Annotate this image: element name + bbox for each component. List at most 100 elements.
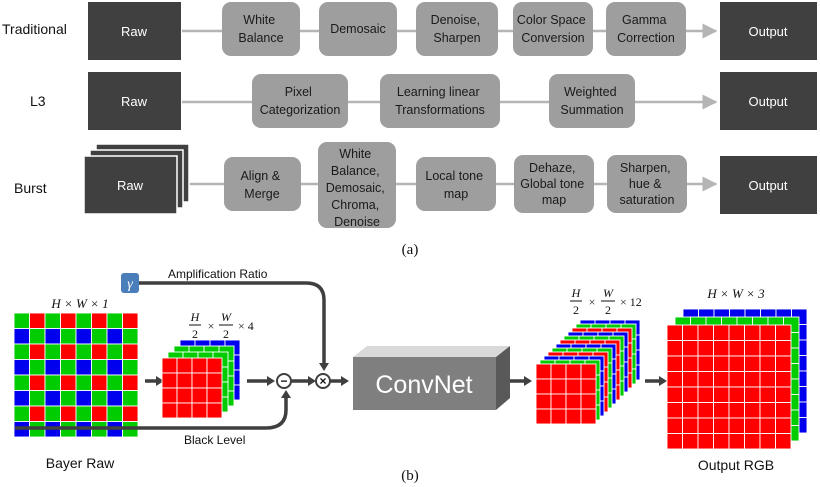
stage-box [514,155,594,213]
bayer-cell [122,343,139,360]
times-sign: × [208,319,215,333]
rgb-channel-cell [728,371,745,388]
bayer-cell [106,312,123,329]
rgb-channel-cell [728,355,745,372]
bayer-cell [106,359,123,376]
raw-input-label: Raw [117,178,144,193]
stage-box [416,157,496,211]
rgb-channel-cell [775,340,792,357]
rgb-channel-cell [728,324,745,341]
fraction-denominator: 2 [192,327,198,341]
raw-input-box [88,2,181,60]
bayer-cell [122,359,139,376]
rgb-channel-cell [775,371,792,388]
raw-input-box [83,155,178,215]
twelve-channel-stack [535,319,641,425]
stage-box [606,2,686,56]
packed-channel-cell [161,372,178,389]
bayer-cell [91,343,108,360]
rgb-channel-cell [744,340,761,357]
bayer-cell [75,405,92,422]
rgb-channel-cell [713,324,730,341]
rgb-channel-cell [697,340,714,357]
stage-label: Color Space Conversion [517,13,589,45]
rgb-channel-cell [697,355,714,372]
rgb-channel-cell [728,402,745,419]
rgb-channel-cell [759,402,776,419]
rgb-channel-cell [682,371,699,388]
packed-channel-stack [161,339,241,419]
bayer-cell [60,312,77,329]
convnet-side-face [496,346,510,410]
packed-channel-cell [191,402,208,419]
rgb-channel-cell [759,324,776,341]
stage-box [416,2,498,56]
raw-input-label: Raw [121,24,148,39]
bayer-cell [60,405,77,422]
amplification-path [139,281,326,364]
stage-label: White Balance [238,13,283,45]
feature-channel-cell [535,393,552,410]
packed-channel-cell [161,402,178,419]
bayer-cell [75,343,92,360]
stage-box [513,2,593,56]
bayer-cell [13,359,30,376]
rgb-channel-cell [713,340,730,357]
rgb-channel-cell [759,371,776,388]
rgb-channel-cell [759,433,776,450]
stage-box [380,74,500,128]
stage-box [224,157,301,211]
convnet-block: ConvNet [353,346,510,410]
panel-b: H × W × 1 H 2 × W 2 × 4 H 2 × W 2 × 12 H… [13,267,808,484]
rgb-channel-cell [697,386,714,403]
packed-channel-cell [206,372,223,389]
packed-channel-cell [206,357,223,374]
stage-label: Align & Merge [240,169,283,201]
bayer-cell [29,359,46,376]
row-label-traditional: Traditional [2,21,67,37]
feature-channel-cell [550,393,567,410]
packed-channel-cell [191,372,208,389]
output-dimension-label: H × W × 3 [706,286,765,301]
times-sign: × [589,295,596,309]
amplification-arrowhead [319,363,329,371]
rgb-channel-cell [744,371,761,388]
bayer-cell [106,343,123,360]
stage-box [222,2,300,56]
stage-label: Pixel Categorization [260,85,341,117]
bayer-cell [44,405,61,422]
rgb-channel-cell [713,417,730,434]
rgb-channel-cell [728,340,745,357]
bayer-cell [91,374,108,391]
rgb-channel-cell [775,355,792,372]
rgb-channel-cell [775,324,792,341]
packed-channel-cell [161,357,178,374]
rgb-channel-cell [713,433,730,450]
bayer-cell [13,374,30,391]
feature-channel-cell [550,363,567,380]
output-rgb-stack [666,308,808,450]
stage-box [549,74,635,128]
rgb-channel-cell [728,386,745,403]
bayer-cell [75,312,92,329]
packed-dimension-label: H 2 × W 2 × 4 [189,310,254,341]
pipeline-row-traditional: Raw White Balance Demosaic Denoise, Shar… [88,2,817,60]
bayer-cell [91,405,108,422]
bayer-cell [44,390,61,407]
bayer-cell [75,359,92,376]
arrowhead [659,376,667,386]
arrowhead [524,376,532,386]
stage-box [319,2,397,56]
bayer-cell [44,359,61,376]
rgb-channel-cell [682,417,699,434]
packed-channel-cell [191,387,208,404]
fraction-numerator: W [221,310,232,324]
convnet-label: ConvNet [375,371,472,399]
packed-channel-cell [191,357,208,374]
bayer-cell [29,374,46,391]
feature-channel-cell [550,408,567,425]
feature-channel-cell [580,363,597,380]
stage-label: Gamma Correction [617,13,675,45]
rgb-channel-cell [713,402,730,419]
bayer-cell [60,359,77,376]
